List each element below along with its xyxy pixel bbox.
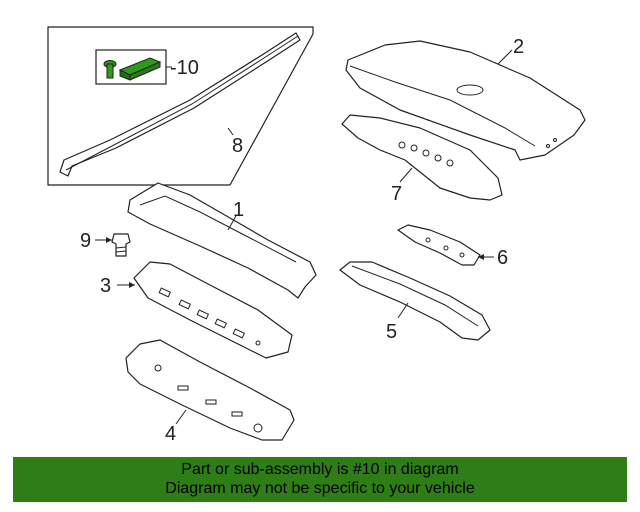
header-panel-part-1: 1 [127, 182, 317, 299]
bolt-part-9: 9 [80, 230, 131, 257]
callout-2: 2 [513, 36, 524, 58]
banner-line-2: Diagram may not be specific to your vehi… [165, 480, 475, 497]
rear-bow-part-5: 5 [339, 261, 491, 343]
callout-10: -10 [170, 57, 199, 79]
callout-4: 4 [165, 423, 176, 445]
lower-panel-part-4: 4 [125, 339, 295, 445]
callout-8: 8 [232, 135, 243, 157]
reinforcement-part-3: 3 [100, 261, 293, 359]
bracket-part-6: 6 [397, 224, 508, 269]
roof-molding-part-8 [59, 32, 301, 177]
callout-6: 6 [497, 247, 508, 269]
notice-banner: Part or sub-assembly is #10 in diagram D… [13, 457, 627, 502]
callout-9: 9 [80, 230, 91, 252]
front-header-part-7: 7 [341, 114, 503, 205]
callout-1: 1 [233, 199, 244, 221]
callout-5: 5 [386, 321, 397, 343]
roof-panel-part-2: 2 [345, 36, 586, 161]
banner-line-1: Part or sub-assembly is #10 in diagram [181, 461, 459, 478]
roof-parts-diagram: -10 8 2 7 1 9 [47, 26, 586, 445]
inset-panel: -10 8 [47, 26, 314, 186]
callout-7: 7 [391, 183, 402, 205]
clip-part-10 [103, 57, 162, 81]
callout-3: 3 [100, 275, 111, 297]
